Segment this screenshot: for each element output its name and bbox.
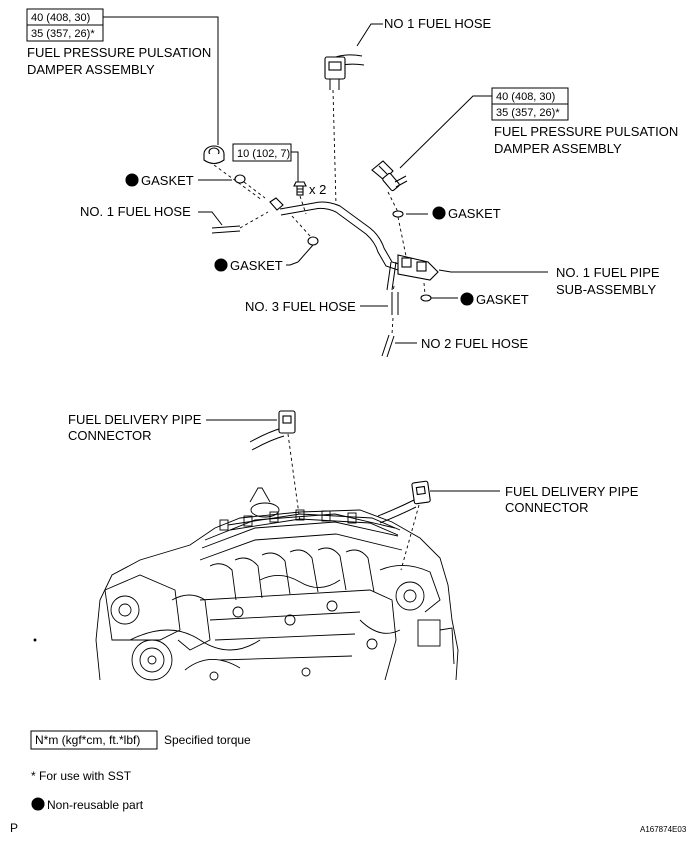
- legend-torque-desc: Specified torque: [164, 733, 251, 747]
- no1-fuel-pipe-sub-assembly: [269, 197, 439, 291]
- engine-illustration: [95, 487, 459, 681]
- label-gasket-right-top: GASKET: [448, 206, 501, 221]
- nonreusable-marker: [125, 173, 139, 187]
- nonreusable-marker: [31, 797, 45, 811]
- label-gasket-left-bottom: GASKET: [230, 258, 283, 273]
- gasket-ring: [392, 210, 404, 218]
- label-gasket-left-top: GASKET: [141, 173, 194, 188]
- torque-value-standard-right: 40 (408, 30): [496, 91, 555, 103]
- label-damper-left-line2: DAMPER ASSEMBLY: [27, 62, 155, 77]
- torque-spec-box-right: 40 (408, 30) 35 (357, 26)*: [491, 87, 569, 121]
- no3-fuel-hose: [391, 292, 399, 315]
- legend-sst-note: * For use with SST: [31, 769, 132, 783]
- bolt-quantity: x 2: [309, 182, 326, 197]
- gasket-ring: [234, 174, 246, 184]
- figure-id: A167874E03: [640, 825, 687, 834]
- nonreusable-marker: [432, 206, 446, 220]
- label-damper-right-line1: FUEL PRESSURE PULSATION: [494, 124, 678, 139]
- torque-spec-box-left: 40 (408, 30) 35 (357, 26)*: [26, 8, 104, 42]
- legend-torque-units: N*m (kgf*cm, ft.*lbf): [35, 733, 140, 747]
- label-no1-fuel-hose-top: NO 1 FUEL HOSE: [384, 16, 491, 31]
- legend-torque-box: [30, 730, 158, 750]
- label-gasket-right-bottom: GASKET: [476, 292, 529, 307]
- no1-fuel-hose-top: [324, 54, 365, 90]
- label-delivery-left-line2: CONNECTOR: [68, 428, 152, 443]
- torque-value-standard: 40 (408, 30): [31, 12, 90, 24]
- label-no1-fuel-hose-left: NO. 1 FUEL HOSE: [80, 204, 191, 219]
- no2-fuel-hose: [381, 334, 395, 358]
- label-no3-fuel-hose: NO. 3 FUEL HOSE: [245, 299, 356, 314]
- gasket-ring: [420, 294, 432, 302]
- nonreusable-marker: [214, 258, 228, 272]
- leader-damper-left: [103, 16, 219, 145]
- torque-value-sst-right: 35 (357, 26)*: [496, 107, 560, 119]
- label-fuel-pipe-line2: SUB-ASSEMBLY: [556, 282, 657, 297]
- leader-damper-right: [399, 95, 492, 169]
- damper-assembly-right: [371, 160, 408, 192]
- legend-nonreusable: Non-reusable part: [47, 798, 144, 812]
- bolt-icon: [293, 181, 307, 196]
- label-delivery-right-line2: CONNECTOR: [505, 500, 589, 515]
- gasket-ring: [307, 236, 319, 246]
- nonreusable-marker: [460, 292, 474, 306]
- label-delivery-left-line1: FUEL DELIVERY PIPE: [68, 412, 202, 427]
- label-no2-fuel-hose: NO 2 FUEL HOSE: [421, 336, 528, 351]
- torque-spec-box-bolt: 10 (102, 7): [232, 143, 292, 162]
- no1-fuel-hose-left: [211, 225, 241, 234]
- label-fuel-pipe-line1: NO. 1 FUEL PIPE: [556, 265, 660, 280]
- damper-assembly-left: [203, 145, 225, 165]
- fuel-delivery-pipe-connector-left: [249, 410, 296, 451]
- legend: N*m (kgf*cm, ft.*lbf) Specified torque *…: [30, 730, 251, 812]
- label-delivery-right-line1: FUEL DELIVERY PIPE: [505, 484, 639, 499]
- torque-value-sst: 35 (357, 26)*: [31, 28, 95, 40]
- footer-code: P: [10, 821, 18, 835]
- bolt-torque-value: 10 (102, 7): [237, 148, 290, 160]
- label-damper-left-line1: FUEL PRESSURE PULSATION: [27, 45, 211, 60]
- label-damper-right-line2: DAMPER ASSEMBLY: [494, 141, 622, 156]
- fuel-delivery-pipe-connector-right: [377, 480, 431, 524]
